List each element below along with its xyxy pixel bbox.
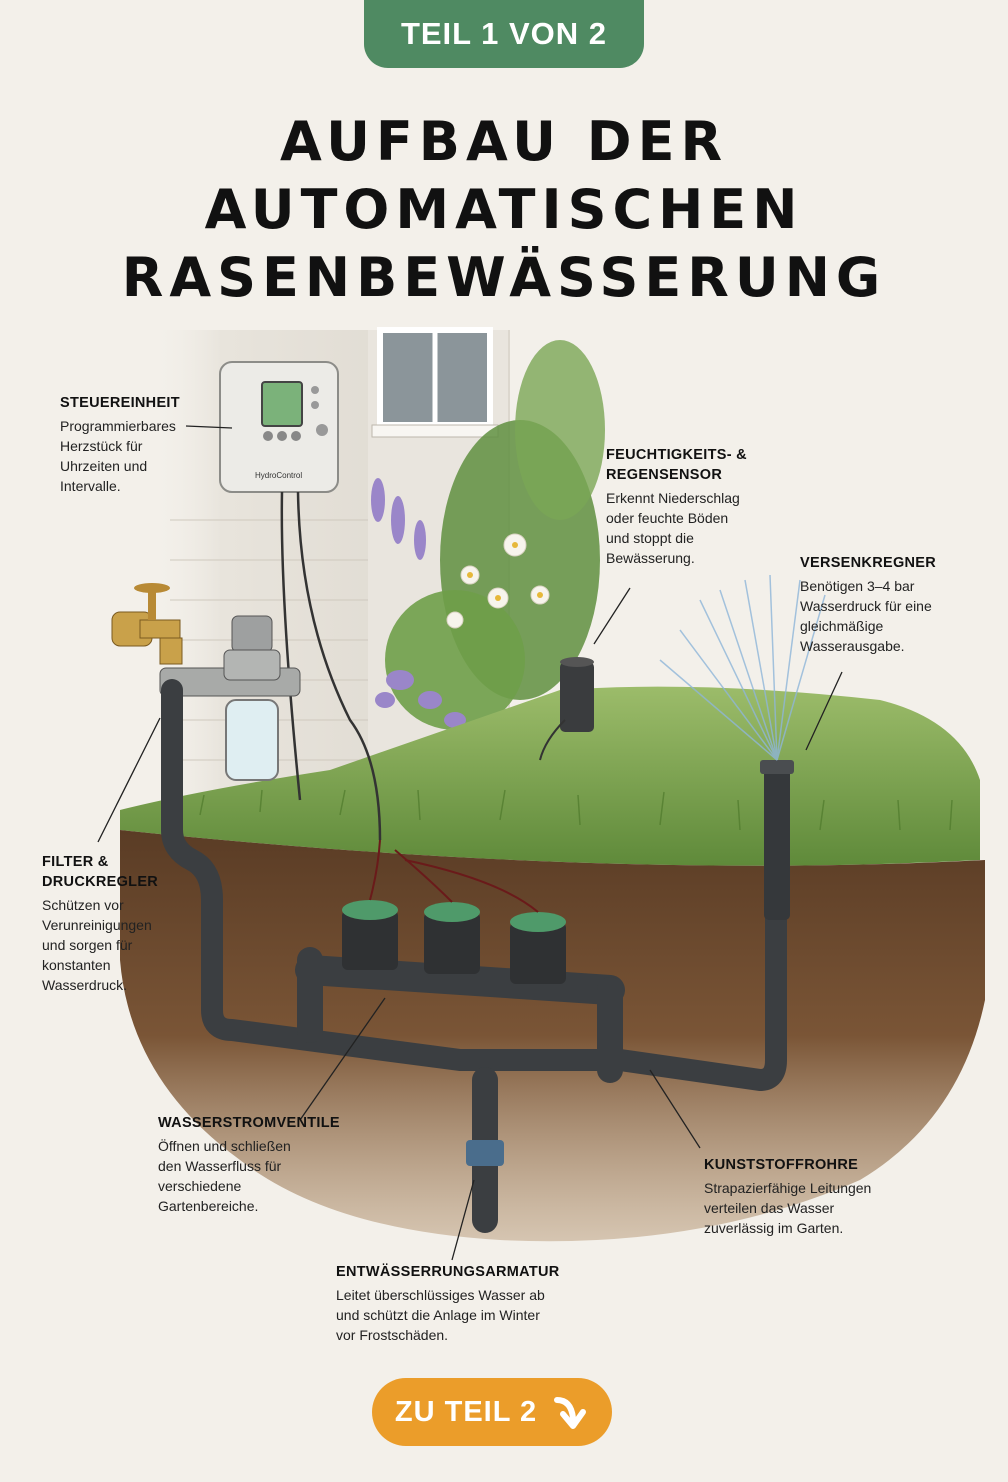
label-steuereinheit: STEUEREINHEIT Programmierbares Herzstück… — [60, 395, 180, 494]
title-line-1: AUFBAU DER — [279, 110, 729, 173]
controller-brand: HydroControl — [255, 471, 302, 480]
label-ventile: WASSERSTROMVENTILE Öffnen und schließen … — [158, 1115, 340, 1214]
page-title: AUFBAU DER AUTOMATISCHEN RASENBEWÄSSERUN… — [0, 108, 1008, 312]
drain-fitting — [466, 1140, 504, 1166]
next-part-button[interactable]: ZU TEIL 2 — [372, 1378, 612, 1446]
label-sensor: FEUCHTIGKEITS- & REGENSENSOR Erkennt Nie… — [606, 447, 747, 566]
title-line-2: AUTOMATISCHEN — [204, 178, 804, 241]
moisture-sensor — [539, 657, 594, 761]
label-entwaesserung: ENTWÄSSERRUNGSARMATUR Leitet überschlüss… — [336, 1264, 560, 1343]
title-line-3: RASENBEWÄSSERUNG — [121, 246, 887, 309]
garden-shrub — [371, 340, 605, 730]
popup-sprinkler — [659, 574, 826, 920]
next-part-label: ZU TEIL 2 — [394, 1395, 538, 1428]
label-filter: FILTER & DRUCKREGLER Schützen vor Verunr… — [42, 854, 159, 993]
filter-unit — [159, 615, 301, 781]
part-badge: TEIL 1 VON 2 — [364, 0, 644, 68]
water-tap — [111, 583, 183, 665]
label-leader-lines — [97, 425, 843, 1261]
label-rohre: KUNSTSTOFFROHRE Strapazierfähige Leitung… — [704, 1157, 872, 1236]
valve-group — [342, 839, 566, 984]
label-versenkregner: VERSENKREGNER Benötigen 3–4 bar Wasserdr… — [800, 555, 937, 654]
controller-device: HydroControl — [219, 361, 382, 841]
curved-arrow-down-icon — [554, 1397, 587, 1429]
